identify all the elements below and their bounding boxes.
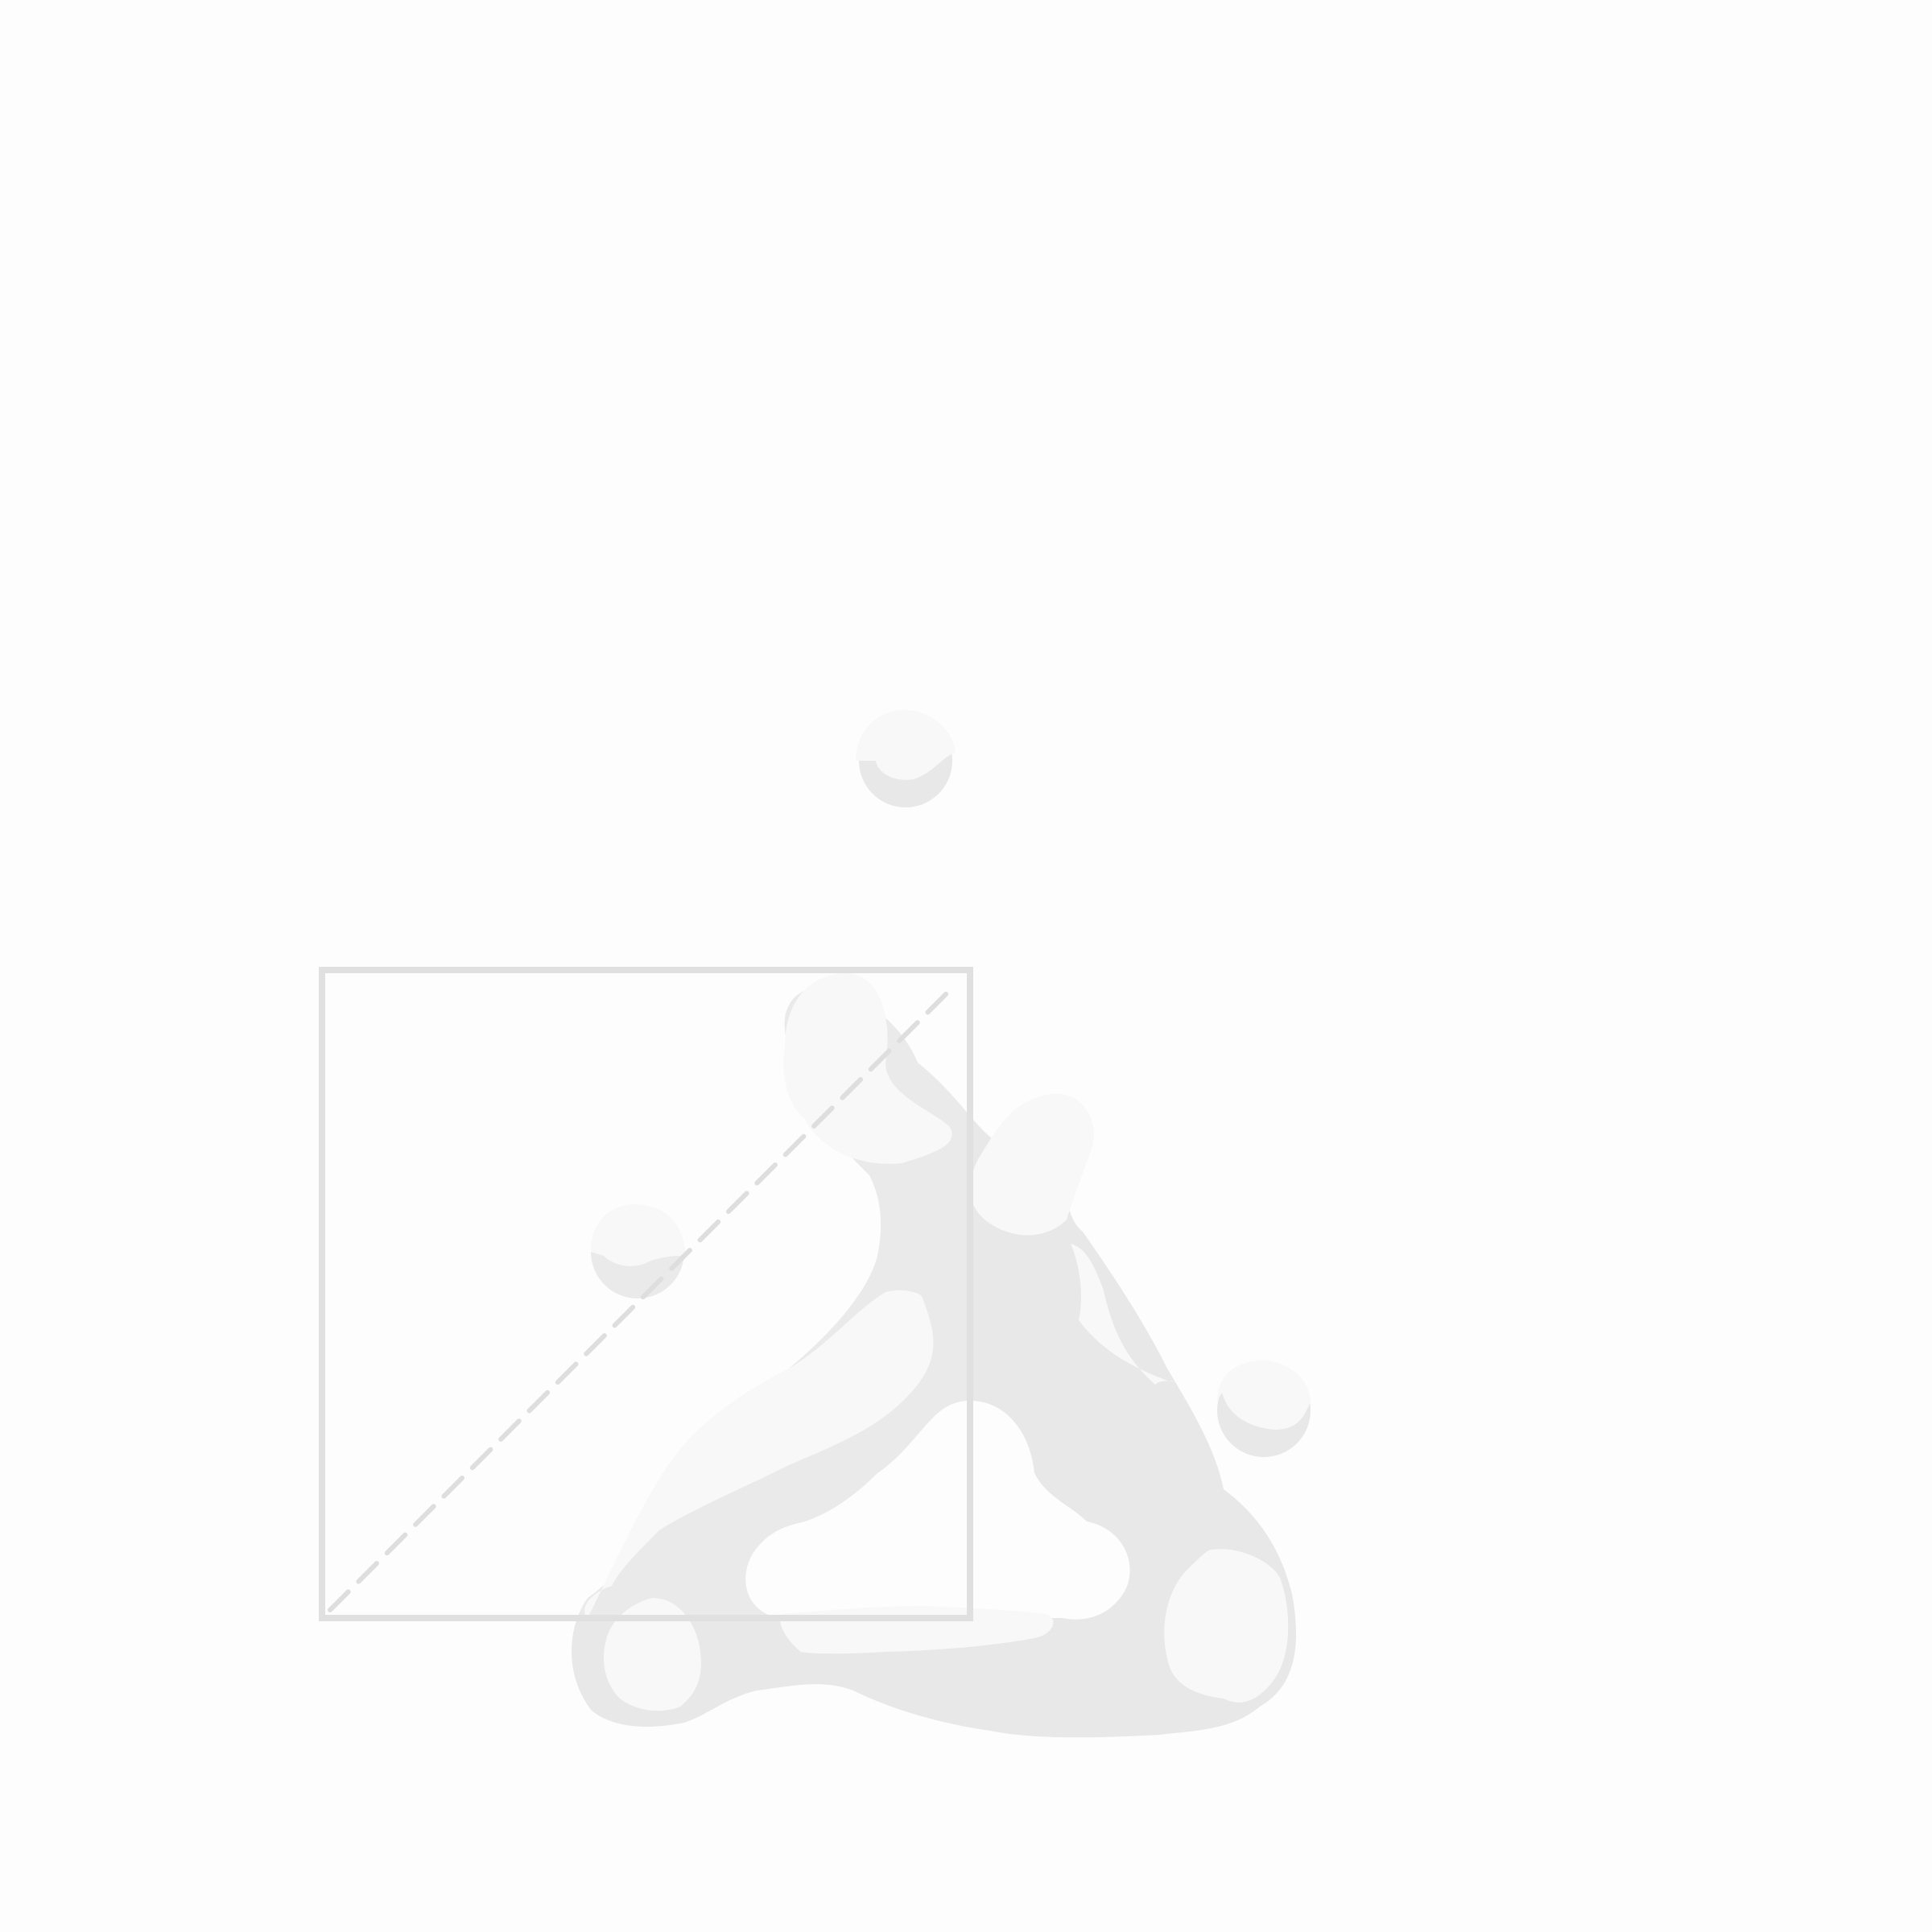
blob-highlight-right-lobe <box>970 1093 1094 1236</box>
droplet-left-highlight <box>591 1203 686 1266</box>
droplet-right-highlight <box>1217 1360 1311 1430</box>
droplet-icon <box>591 1203 686 1298</box>
droplet-icon <box>1217 1360 1311 1457</box>
droplet-icon <box>856 709 956 807</box>
droplet-top-highlight <box>856 709 956 780</box>
blob-highlight-right-mid <box>1071 1244 1175 1385</box>
blob-hole <box>745 1401 1130 1620</box>
blob-highlight-right-foot <box>1164 1549 1289 1703</box>
blob-highlight-left-foot <box>604 1598 701 1711</box>
blob-highlight-mid <box>584 1290 934 1618</box>
diagonal-dashed-guide-icon <box>328 986 954 1612</box>
blob-shape-icon <box>572 972 1297 1738</box>
crop-frame-border <box>319 967 973 1621</box>
